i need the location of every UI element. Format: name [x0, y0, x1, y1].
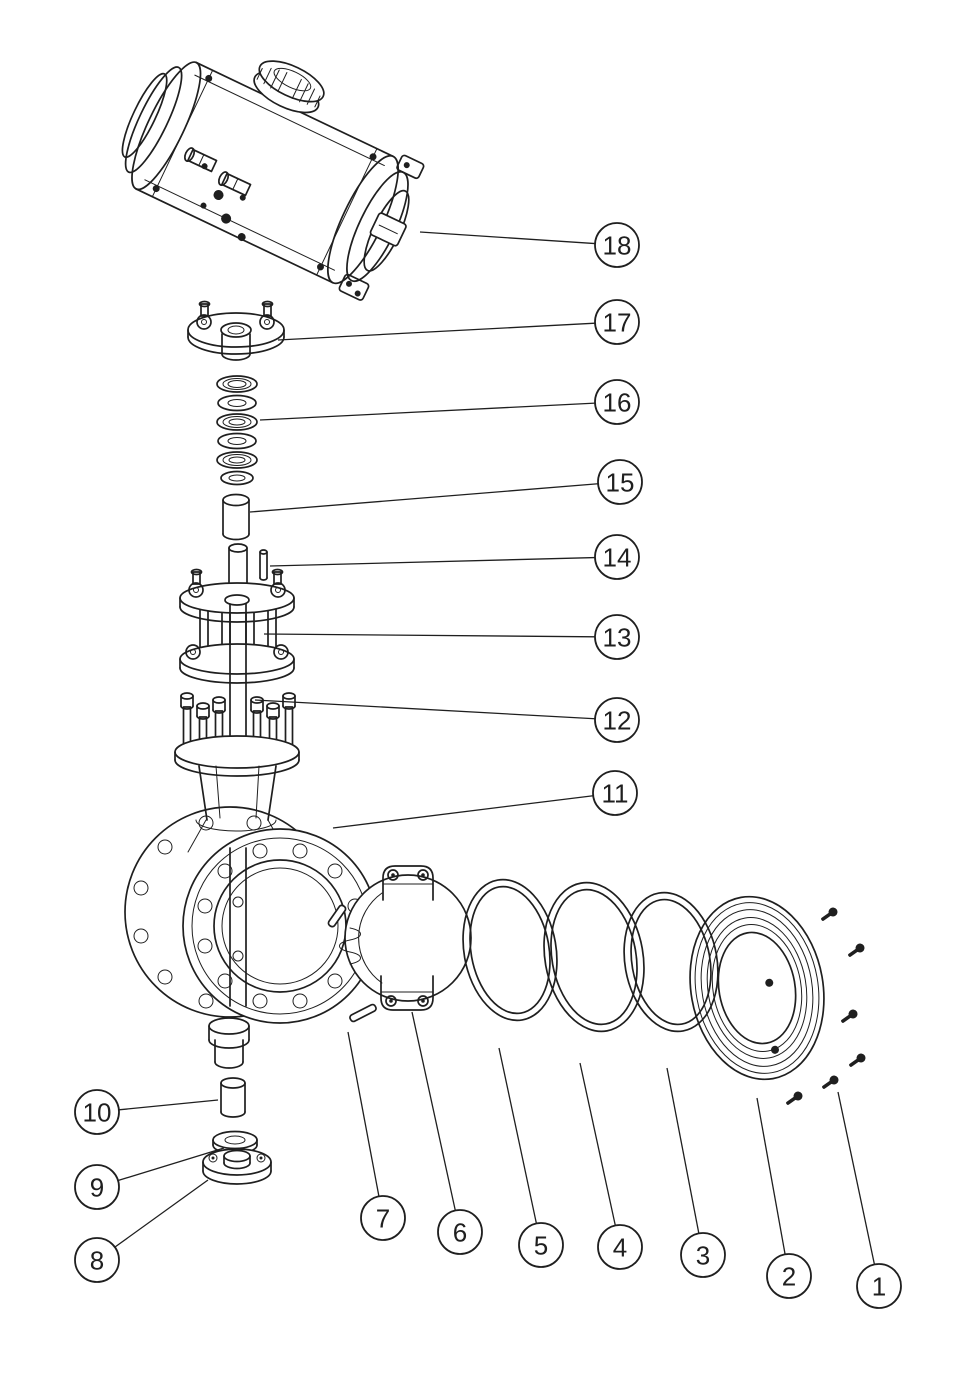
callout-leader-line [263, 633, 596, 638]
callout-12: 12 [254, 697, 640, 743]
callout-number: 5 [534, 1230, 548, 1260]
callout-layer: 18 17 16 15 14 13 12 11 10 9 8 7 6 5 4 3 2 1 [74, 222, 902, 1309]
part-pin-upper [327, 904, 347, 928]
callout-7: 7 [347, 1031, 406, 1241]
callout-balloon [594, 534, 640, 580]
callout-balloon [680, 1232, 726, 1278]
callout-leader-line [332, 795, 594, 829]
callout-number: 14 [603, 542, 632, 572]
callout-number: 1 [872, 1271, 886, 1301]
callout-leader-line [269, 556, 596, 567]
part-disc [344, 865, 472, 1011]
callout-balloon [594, 379, 640, 425]
part-actuator [121, 60, 425, 301]
callout-leader-line [249, 483, 599, 513]
callout-number: 9 [90, 1172, 104, 1202]
callout-15: 15 [249, 459, 643, 513]
callout-balloon [594, 614, 640, 660]
callout-balloon [74, 1237, 120, 1283]
callout-leader-line [837, 1091, 876, 1265]
callout-17: 17 [277, 299, 640, 345]
callout-leader-line [118, 1099, 219, 1111]
callout-balloon [597, 459, 643, 505]
callout-number: 10 [83, 1097, 112, 1127]
part-bushing-bottom [220, 1077, 246, 1118]
callout-number: 7 [376, 1203, 390, 1233]
callout-leader-line [259, 402, 596, 421]
callout-balloon [74, 1164, 120, 1210]
callout-leader-line [419, 231, 596, 245]
callout-number: 15 [606, 467, 635, 497]
callout-balloon [766, 1253, 812, 1299]
callout-leader-line [756, 1097, 786, 1255]
callout-number: 4 [613, 1232, 627, 1262]
callout-5: 5 [498, 1047, 564, 1268]
callout-leader-line [254, 699, 596, 720]
callout-number: 18 [603, 230, 632, 260]
callout-number: 8 [90, 1245, 104, 1275]
callout-number: 6 [453, 1217, 467, 1247]
callout-leader-line [411, 1011, 456, 1211]
callout-leader-line [114, 1179, 209, 1248]
callout-leader-line [117, 1147, 225, 1182]
callout-number: 16 [603, 387, 632, 417]
callout-balloon [594, 697, 640, 743]
part-screws [786, 907, 866, 1105]
callout-balloon [592, 770, 638, 816]
callout-leader-line [666, 1067, 700, 1234]
callout-balloon [518, 1222, 564, 1268]
callout-number: 3 [696, 1240, 710, 1270]
callout-leader-line [498, 1047, 538, 1224]
callout-balloon [74, 1089, 120, 1135]
part-seal-ring-4 [543, 881, 645, 1033]
part-bracket [187, 300, 285, 361]
callout-11: 11 [332, 770, 638, 829]
part-spring [339, 927, 361, 965]
callout-balloon [594, 299, 640, 345]
part-yoke [179, 568, 295, 684]
callout-balloon [597, 1224, 643, 1270]
callout-number: 12 [603, 705, 632, 735]
callout-9: 9 [74, 1147, 225, 1210]
callout-balloon [437, 1209, 483, 1255]
callout-number: 17 [603, 307, 632, 337]
part-seat-ring [689, 895, 825, 1081]
callout-1: 1 [837, 1091, 902, 1309]
callout-18: 18 [419, 222, 640, 268]
callout-2: 2 [756, 1097, 812, 1299]
callout-16: 16 [259, 379, 640, 425]
callout-4: 4 [579, 1062, 643, 1270]
callout-number: 11 [602, 778, 629, 808]
part-valve-body [124, 735, 378, 1069]
callout-balloon [360, 1195, 406, 1241]
part-bottom-cap [202, 1148, 272, 1185]
actuator-port-icon [184, 147, 218, 173]
actuator-port-icon [218, 171, 252, 197]
part-washer-stack [216, 375, 258, 486]
callout-leader-line [579, 1062, 616, 1226]
callout-14: 14 [269, 534, 640, 580]
callout-leader-line [277, 322, 596, 341]
callout-13: 13 [263, 614, 640, 660]
callout-leader-line [347, 1031, 380, 1197]
callout-balloon [594, 222, 640, 268]
part-bushing-top [222, 493, 250, 541]
callout-balloon [856, 1263, 902, 1309]
callout-10: 10 [74, 1089, 219, 1135]
callout-6: 6 [411, 1011, 483, 1255]
part-pin [349, 1003, 377, 1023]
callout-number: 13 [603, 622, 632, 652]
part-seal-ring-5 [462, 878, 558, 1022]
callout-number: 2 [782, 1261, 796, 1291]
callout-3: 3 [666, 1067, 726, 1278]
callout-8: 8 [74, 1179, 209, 1283]
